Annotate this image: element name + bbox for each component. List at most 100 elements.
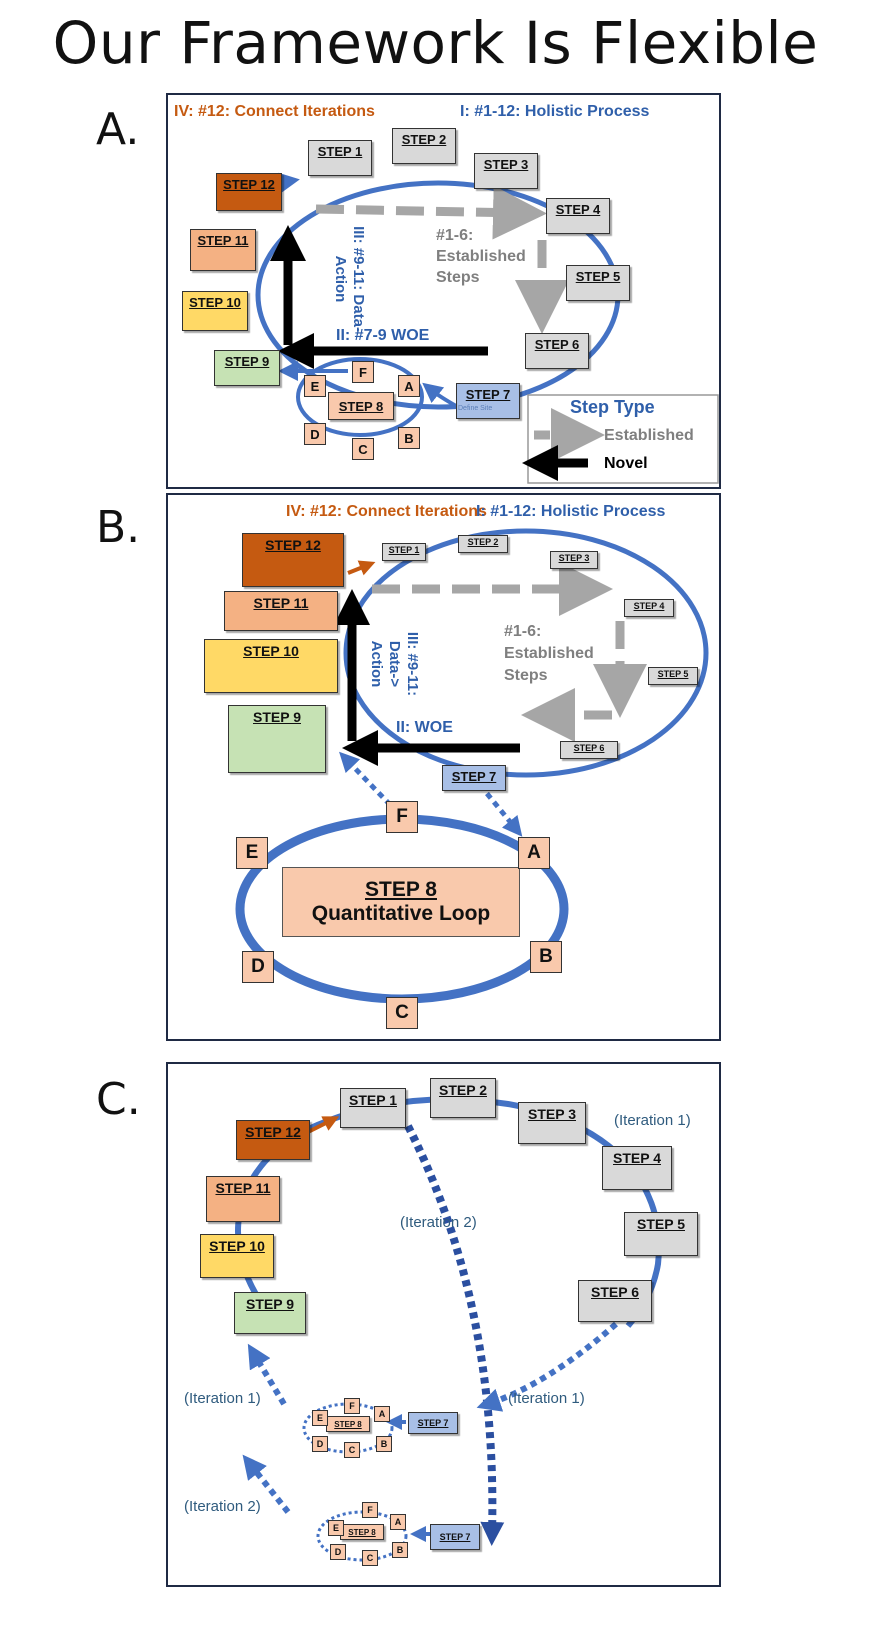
panel-a-letter-a: A	[398, 375, 420, 397]
panel-b-connect-label: IV: #12: Connect Iterations	[286, 503, 487, 520]
established-line-1: #1-6:	[436, 227, 474, 244]
panel-b-data-action-label: III: #9-11: Data-> Action	[367, 604, 421, 724]
established-line-2: Established	[504, 645, 594, 662]
panel-b-step-1: STEP 1	[382, 543, 426, 561]
panel-a-step-11: STEP 11	[190, 229, 256, 271]
data-action-line-2: Action	[332, 255, 349, 303]
panel-a-step-9: STEP 9	[214, 350, 280, 386]
panel-c-iter2-letter-f: F	[362, 1502, 378, 1518]
panel-b-step-9: STEP 9	[228, 705, 326, 773]
panel-b-letter-f: F	[386, 801, 418, 833]
panel-a-step-5: STEP 5	[566, 265, 630, 301]
panel-a-step-6: STEP 6	[525, 333, 589, 369]
data-action-line-2: Data->	[386, 640, 403, 688]
panel-c-iter2-letter-a: A	[390, 1514, 406, 1530]
panel-a-step8-loop	[296, 357, 424, 437]
panel-a-step-2: STEP 2	[392, 128, 456, 164]
panel-c-iter1-letter-d: D	[312, 1436, 328, 1452]
established-line-1: #1-6:	[504, 623, 542, 640]
data-action-line-3: Action	[368, 640, 385, 688]
established-line-3: Steps	[504, 667, 548, 684]
panel-c-iter2-letter-c: C	[362, 1550, 378, 1566]
panel-c-step-5: STEP 5	[624, 1212, 698, 1256]
panel-b-letter-b: B	[530, 941, 562, 973]
panel-a-step-7-subtext: Define Site	[458, 405, 493, 412]
panel-b-step8-subtitle: Quantitative Loop	[311, 902, 491, 925]
figure-title: Our Framework Is Flexible	[52, 9, 819, 77]
panel-a-woe-label: II: #7-9 WOE	[336, 327, 430, 344]
panel-b-letter-d: D	[242, 951, 274, 983]
data-action-line-1: III: #9-11:	[404, 631, 421, 697]
panel-c-iter2-letter-d: D	[330, 1544, 346, 1560]
panel-c-step-4: STEP 4	[602, 1146, 672, 1190]
panel-c-step-2: STEP 2	[430, 1078, 496, 1118]
panel-b-step-10: STEP 10	[204, 639, 338, 693]
panel-a-established-arrow-top	[315, 185, 547, 240]
panel-c-step-8-iter2: STEP 8	[340, 1524, 384, 1540]
panel-c-iteration2-arrow	[404, 1124, 505, 1546]
panel-c-step-12: STEP 12	[236, 1120, 310, 1160]
panel-a-letter-e: E	[304, 375, 326, 397]
panel-c-iteration1-label-right: (Iteration 1)	[508, 1390, 585, 1407]
panel-b-step-7: STEP 7	[442, 765, 506, 791]
panel-c-label: C.	[96, 1074, 141, 1125]
panel-a-letter-f: F	[352, 361, 374, 383]
panel-a-legend-established: Established	[604, 427, 694, 444]
panel-a-step-7-label: STEP 7	[465, 387, 511, 402]
panel-b-step8-box: STEP 8 Quantitative Loop	[282, 867, 520, 937]
panel-b-step-3: STEP 3	[550, 551, 598, 569]
panel-c-iteration1-arrow	[476, 1321, 618, 1412]
panel-b-established-label: #1-6: Established Steps	[504, 621, 594, 687]
panel-b-step-11: STEP 11	[224, 591, 338, 631]
panel-c-iteration1-label-top: (Iteration 1)	[614, 1112, 691, 1129]
panel-c-iter2-letter-b: B	[392, 1542, 408, 1558]
panel-b-step-5: STEP 5	[648, 667, 698, 685]
panel-c-iteration2-label-mid: (Iteration 2)	[400, 1214, 477, 1231]
panel-c-iter1-letter-f: F	[344, 1398, 360, 1414]
panel-c-step-6: STEP 6	[578, 1280, 652, 1322]
panel-b-step7-to-a-arrow	[478, 783, 523, 837]
panel-a-step-1: STEP 1	[308, 140, 372, 176]
panel-b-letter-c: C	[386, 997, 418, 1029]
panel-a-step-10: STEP 10	[182, 291, 248, 331]
panel-c-step-1: STEP 1	[340, 1088, 406, 1128]
panel-c-step-3: STEP 3	[518, 1102, 586, 1144]
panel-a-step-7: STEP 7	[456, 383, 520, 419]
panel-a-label: A.	[96, 104, 140, 155]
panel-b-letter-a: A	[518, 837, 550, 869]
panel-c-iteration2-label-left: (Iteration 2)	[184, 1498, 261, 1515]
panel-a-step-3: STEP 3	[474, 153, 538, 189]
panel-a-established-label: #1-6: Established Steps	[436, 225, 526, 288]
panel-a: IV: #12: Connect Iterations I: #1-12: Ho…	[166, 93, 721, 489]
panel-c: STEP 1 STEP 2 STEP 3 STEP 4 STEP 5 STEP …	[166, 1062, 721, 1587]
panel-c-iter2-letter-e: E	[328, 1520, 344, 1536]
panel-c-iter1-letter-b: B	[376, 1436, 392, 1452]
panel-b-letter-e: E	[236, 837, 268, 869]
panel-c-step-11: STEP 11	[206, 1176, 280, 1222]
panel-c-iter1-letter-e: E	[312, 1410, 328, 1426]
panel-b-cycle	[343, 528, 709, 778]
panel-b-step-12: STEP 12	[242, 533, 344, 587]
panel-a-step-12: STEP 12	[216, 173, 282, 211]
panel-b-woe-label: II: WOE	[396, 719, 453, 736]
established-line-2: Established	[436, 248, 526, 265]
panel-b-step-4: STEP 4	[624, 599, 674, 617]
panel-a-legend-novel: Novel	[604, 455, 648, 472]
established-line-3: Steps	[436, 269, 480, 286]
panel-c-step-9: STEP 9	[234, 1292, 306, 1334]
panel-b-step-2: STEP 2	[458, 535, 508, 553]
panel-a-letter-c: C	[352, 438, 374, 460]
panel-b: IV: #12: Connect Iterations I: #1-12: Ho…	[166, 493, 721, 1041]
panel-a-letter-b: B	[398, 427, 420, 449]
panel-a-data-action-label: III: #9-11: Data- Action	[331, 214, 367, 344]
panel-c-iter1-letter-a: A	[374, 1406, 390, 1422]
panel-a-connect-label: IV: #12: Connect Iterations	[174, 103, 375, 120]
panel-c-step-7-iter1: STEP 7	[408, 1412, 458, 1434]
panel-b-label: B.	[96, 502, 141, 553]
panel-b-holistic-label: I: #1-12: Holistic Process	[476, 503, 666, 520]
panel-c-step-7-iter2: STEP 7	[430, 1524, 480, 1550]
panel-a-step-4: STEP 4	[546, 198, 610, 234]
panel-c-iteration1-return-arrow	[247, 1343, 287, 1406]
panel-a-holistic-label: I: #1-12: Holistic Process	[460, 103, 650, 120]
panel-a-legend-title: Step Type	[570, 397, 655, 417]
